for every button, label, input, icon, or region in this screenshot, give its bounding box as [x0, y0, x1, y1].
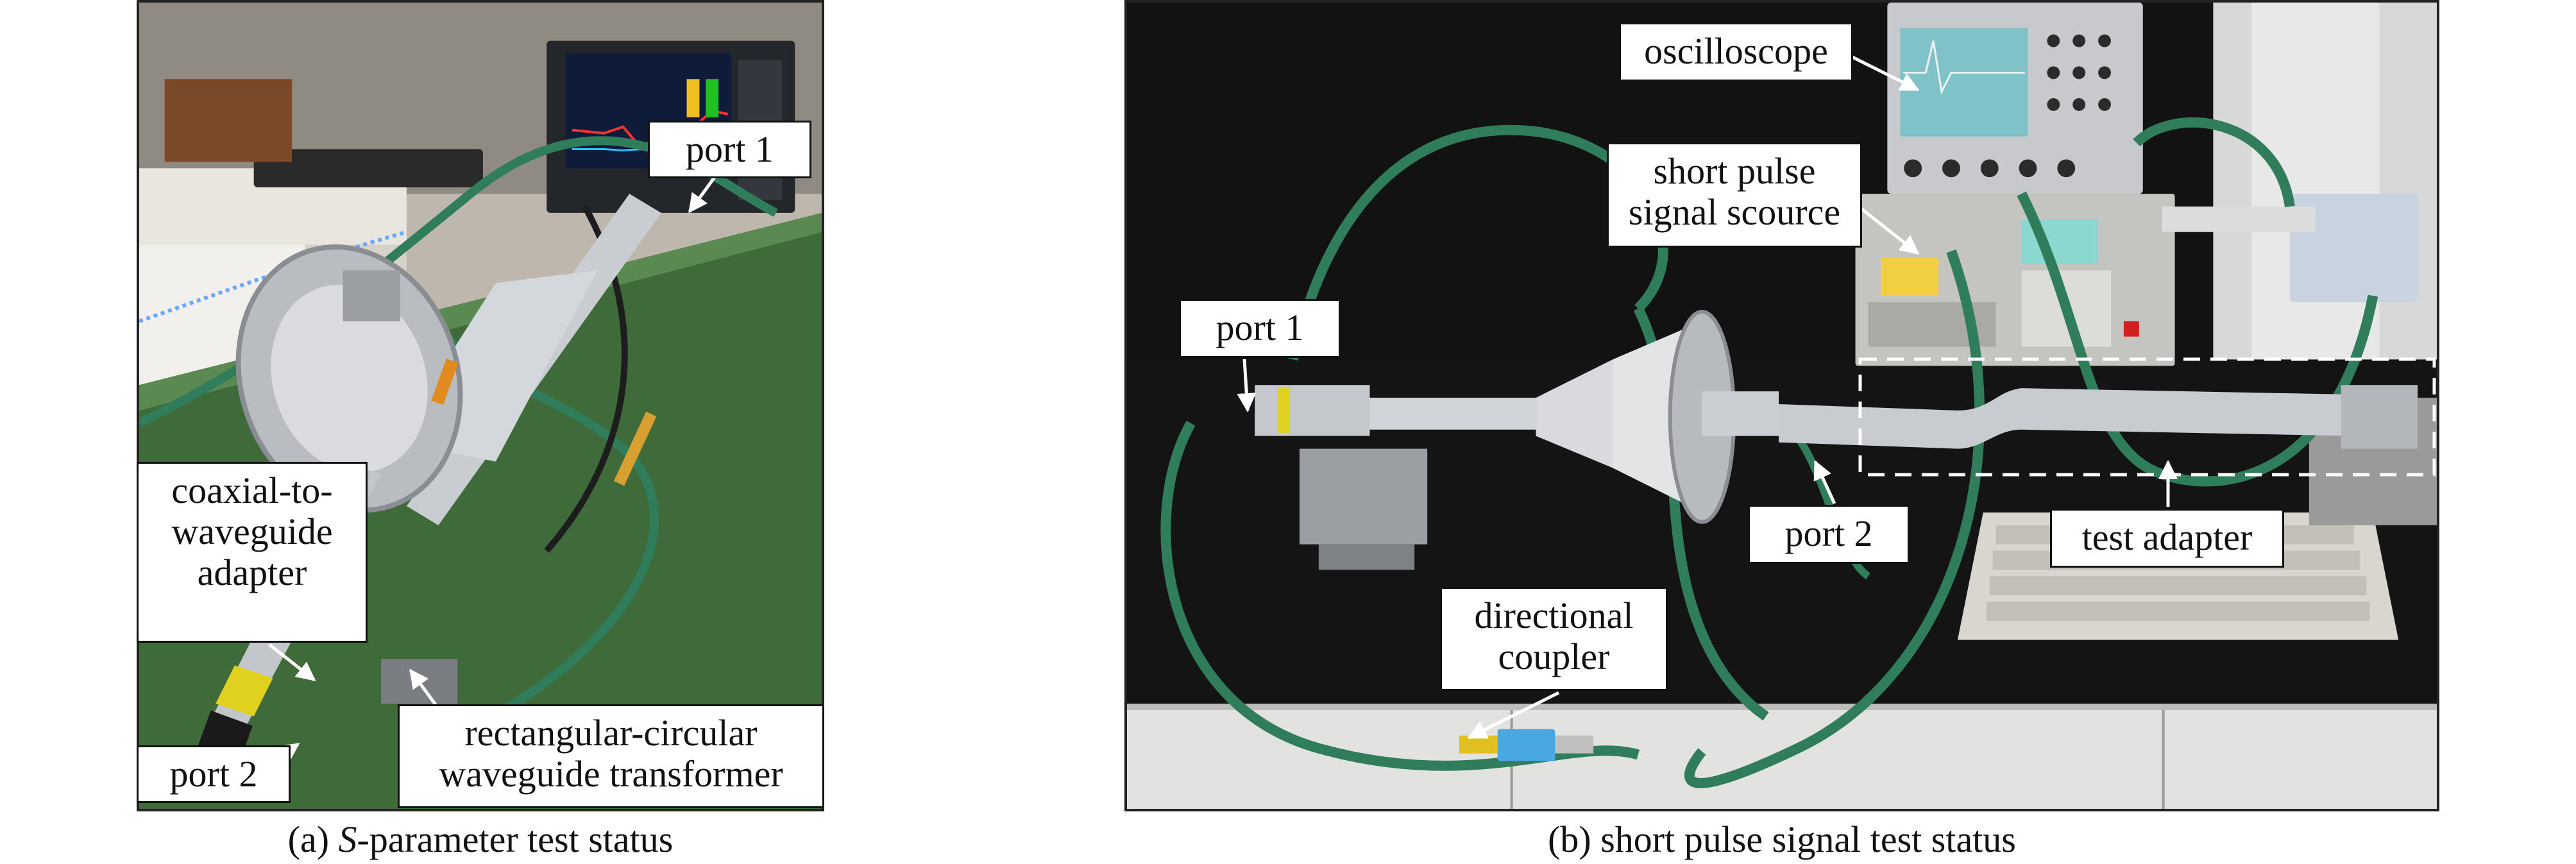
label-b-port1: port 1	[1179, 299, 1341, 358]
photo-panel-b	[1124, 0, 2439, 811]
caption-a-prefix: (a)	[287, 818, 339, 860]
label-a-transformer: rectangular-circular waveguide transform…	[398, 704, 824, 808]
label-a-port1: port 1	[648, 121, 811, 178]
caption-a-italic: S	[338, 818, 357, 860]
caption-a-suffix: -parameter test status	[357, 818, 674, 860]
caption-a: (a) S-parameter test status	[137, 818, 824, 861]
label-b-test-adapter: test adapter	[2050, 509, 2284, 568]
label-a-port2: port 2	[137, 745, 291, 803]
label-b-port2: port 2	[1748, 505, 1910, 564]
label-b-oscilloscope: oscilloscope	[1619, 22, 1853, 81]
lab-photo-b	[1127, 3, 2437, 809]
label-b-coupler: directional coupler	[1440, 587, 1668, 691]
label-a-coax-adapter: coaxial-to- waveguide adapter	[137, 462, 368, 643]
label-b-pulse-source: short pulse signal scource	[1607, 142, 1862, 248]
caption-b: (b) short pulse signal test status	[1548, 818, 2016, 860]
